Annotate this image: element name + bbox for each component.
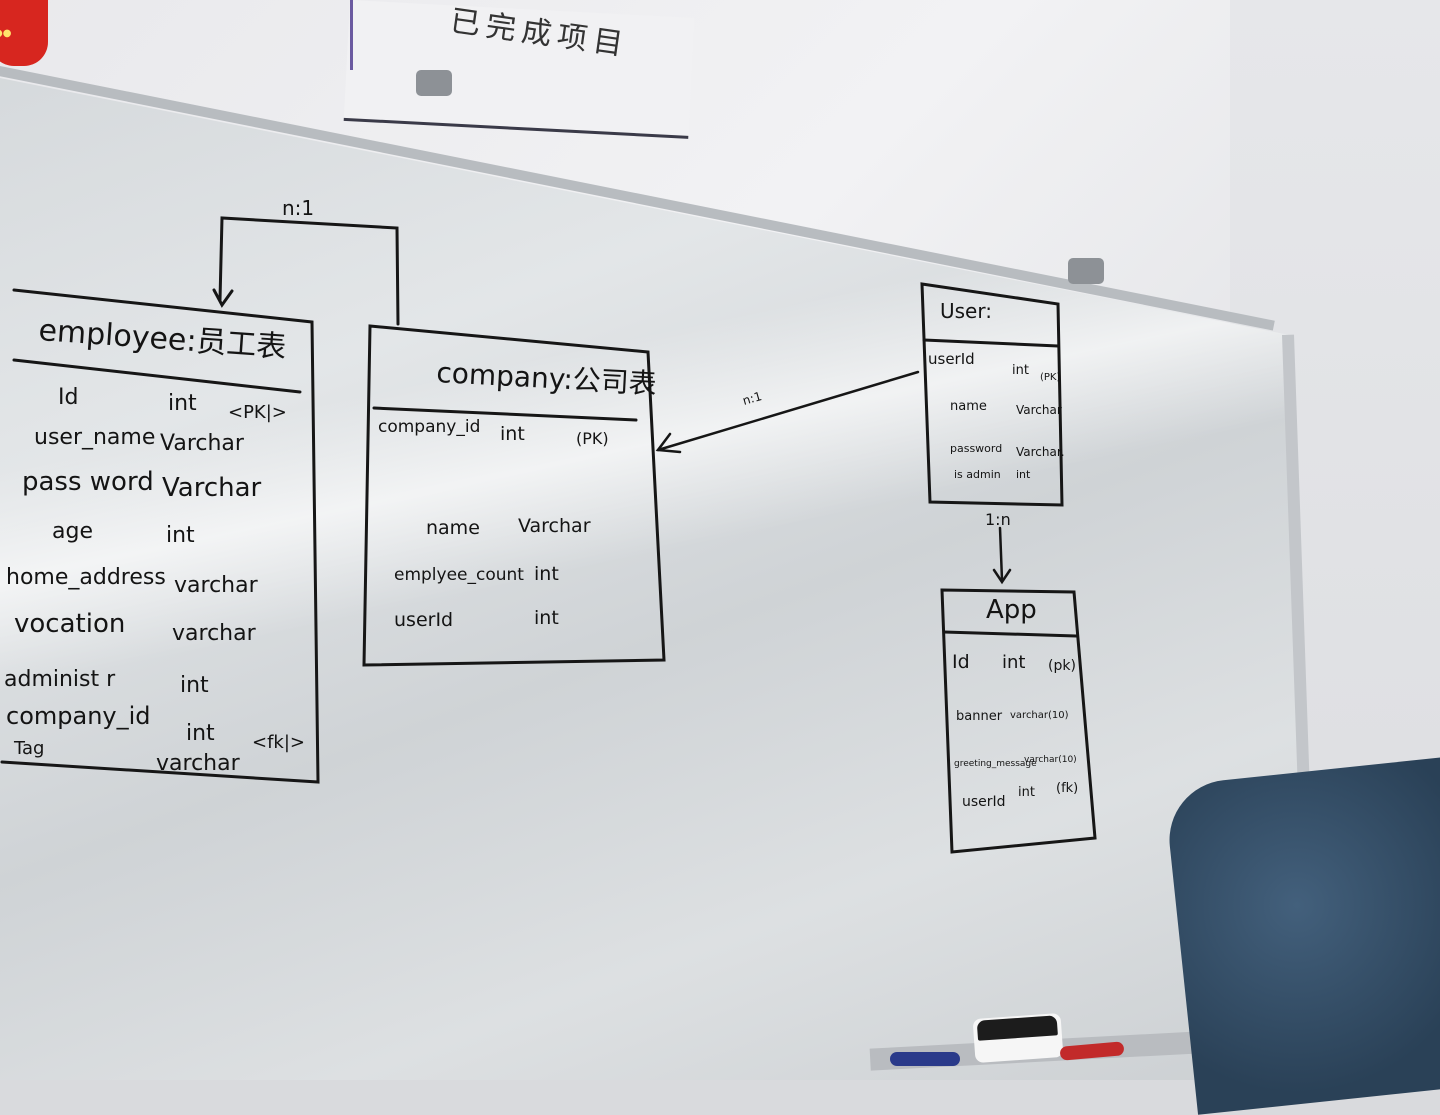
app-row-type: int	[1018, 785, 1035, 800]
employee-row-name: age	[52, 519, 93, 544]
company-table-title: company:公司表	[436, 356, 658, 400]
company-row-key: (PK)	[576, 429, 609, 448]
whiteboard-drawing: n:1 n:1 1:n employee:员工表 Id int <PK|> us…	[0, 196, 1097, 854]
employee-row-type: Varchar	[162, 473, 262, 503]
user-app-arrowhead	[992, 568, 1012, 585]
user-rows: userId int (PK) name Varchar password Va…	[928, 350, 1065, 481]
app-row-name: banner	[956, 709, 1003, 724]
employee-row-name: Tag	[13, 738, 44, 759]
employee-row-type: Varchar	[160, 431, 245, 456]
employee-row-name: vocation	[14, 609, 125, 639]
app-row-name: Id	[952, 651, 970, 673]
employee-row-type: int	[168, 391, 197, 416]
relation-user-company: n:1	[741, 389, 763, 408]
app-row-name: userId	[962, 794, 1006, 810]
user-row-key: (PK)	[1040, 372, 1060, 383]
employee-row-key: <PK|>	[228, 402, 287, 423]
user-company-connector	[656, 370, 920, 452]
company-row-type: int	[534, 607, 559, 629]
user-row-type: Varchar	[1016, 403, 1062, 417]
employee-row-type: varchar	[172, 621, 257, 646]
employee-table-title: employee:员工表	[37, 313, 287, 365]
user-app-connector	[998, 526, 1004, 582]
user-row-type: int	[1012, 363, 1029, 378]
user-row-name: password	[950, 442, 1002, 455]
person-jacket-foreground	[1163, 755, 1440, 1115]
blue-marker	[890, 1052, 960, 1066]
company-row-name: userId	[394, 609, 453, 631]
app-row-type: varchar(10)	[1024, 755, 1077, 765]
company-row-name: company_id	[378, 417, 480, 437]
relation-employee-company: n:1	[282, 196, 314, 220]
employee-row-type: int	[186, 721, 215, 746]
user-row-type: Varchar.	[1016, 445, 1065, 459]
employee-arrowhead	[212, 288, 234, 308]
employee-row-name: administ r	[4, 667, 116, 692]
app-row-key: (pk)	[1048, 658, 1076, 674]
user-row-name: userId	[928, 350, 975, 368]
red-logo-sticker: ●●	[0, 0, 48, 66]
app-table-title: App	[986, 595, 1037, 625]
user-table-title: User:	[940, 299, 992, 323]
app-table-box	[940, 588, 1097, 854]
employee-row-name: company_id	[6, 702, 151, 730]
employee-row-key: <fk|>	[252, 732, 305, 753]
employee-rows: Id int <PK|> user_name Varchar pass word…	[4, 385, 305, 776]
company-rows: company_id int (PK) name Varchar emplyee…	[378, 417, 609, 631]
app-rows: Id int (pk) banner varchar(10) greeting_…	[952, 651, 1078, 810]
employee-row-type: varchar	[156, 751, 241, 776]
user-row-name: name	[950, 399, 987, 414]
user-row-name: is admin	[954, 468, 1001, 481]
employee-row-type: varchar	[174, 573, 259, 598]
employee-row-type: int	[180, 673, 209, 698]
whiteboard-eraser	[972, 1012, 1064, 1064]
company-row-type: int	[500, 423, 525, 445]
company-row-name: name	[426, 517, 480, 539]
employee-header-line	[12, 358, 302, 394]
company-row-type: int	[534, 563, 559, 585]
employee-table-box	[0, 288, 320, 784]
user-company-arrowhead	[655, 432, 682, 454]
sign-divider	[350, 0, 353, 70]
company-row-type: Varchar	[518, 515, 591, 537]
user-table-box	[920, 282, 1064, 507]
company-row-name: emplyee_count	[394, 565, 524, 585]
app-row-key: (fk)	[1056, 781, 1078, 796]
employee-row-type: int	[166, 523, 195, 548]
employee-row-name: pass word	[22, 467, 154, 497]
employee-row-name: Id	[58, 385, 78, 410]
employee-row-name: home_address	[6, 565, 166, 590]
company-header-line	[372, 406, 638, 422]
magnet-right	[1068, 258, 1104, 284]
user-row-type: int	[1016, 468, 1031, 481]
employee-row-name: user_name	[34, 425, 155, 450]
magnet-left	[416, 70, 452, 96]
relation-user-app: 1:n	[985, 510, 1011, 529]
employee-company-connector	[218, 216, 400, 326]
app-header-line	[942, 630, 1078, 638]
app-row-name: greeting_message	[954, 759, 1037, 769]
company-table-box	[362, 324, 666, 667]
user-header-line	[922, 338, 1060, 348]
app-row-type: int	[1002, 652, 1025, 673]
app-row-type: varchar(10)	[1010, 710, 1069, 721]
